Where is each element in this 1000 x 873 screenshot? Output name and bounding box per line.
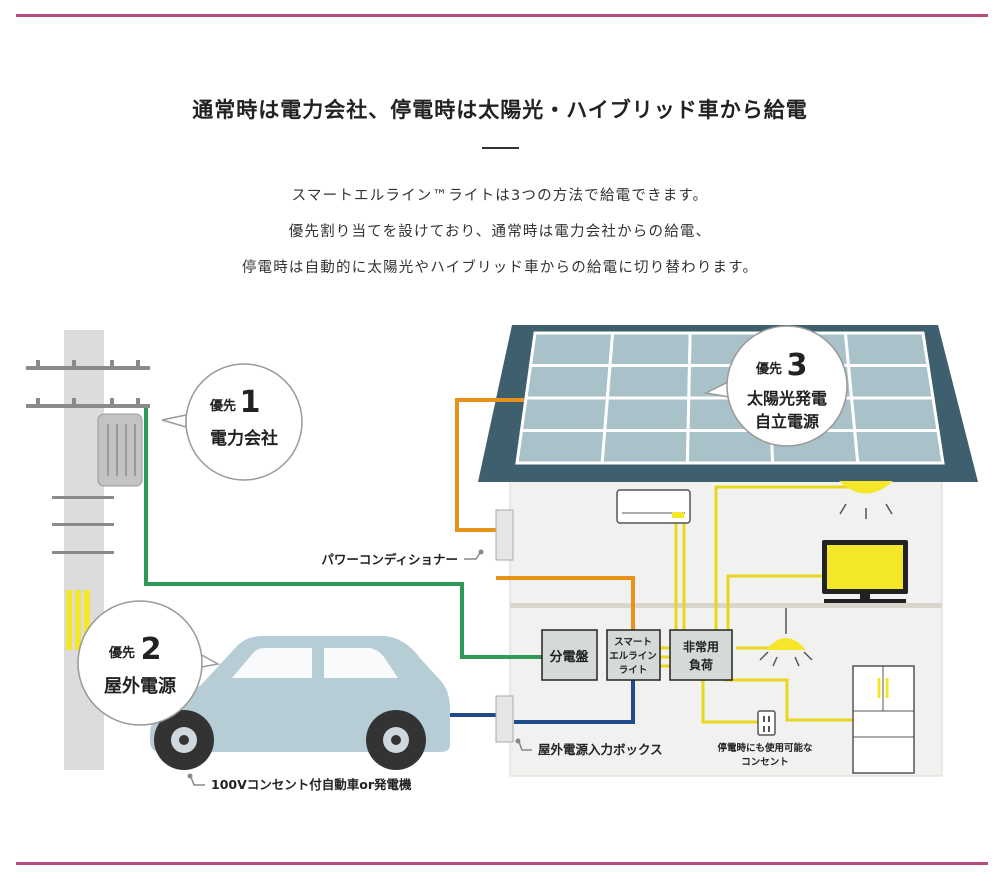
outdoor-input-box: [495, 695, 514, 743]
car-label: 100Vコンセント付自動車or発電機: [211, 777, 412, 792]
refrigerator-icon: [852, 665, 915, 774]
emergency-label-1: 非常用: [683, 639, 719, 654]
air-conditioner-icon: [616, 489, 691, 524]
description-line-1: スマートエルライン™ライトは3つの方法で給電できます。: [291, 188, 709, 204]
car-icon: [149, 636, 451, 770]
description-line-2: 優先割り当てを設けており、通常時は電力会社からの給電、: [288, 224, 712, 240]
power-conditioner-callout: パワーコンディショナー: [321, 549, 484, 567]
priority-1-number: 1: [240, 385, 261, 420]
priority-2-prefix: 優先: [108, 645, 135, 661]
outdoor-input-box-callout: 屋外電源入力ボックス: [515, 738, 663, 757]
priority-2-number: 2: [141, 632, 162, 667]
solar-panel-cell: [603, 396, 691, 432]
solar-to-switch-line: [496, 576, 635, 633]
outlet-label-2: コンセント: [741, 757, 789, 768]
bottom-accent-rule: [16, 862, 988, 865]
smart-box-label-1: スマート: [614, 637, 652, 648]
top-accent-rule: [16, 14, 988, 17]
outlet-icon: [757, 710, 776, 736]
priority-2-label: 屋外電源: [104, 675, 176, 697]
car-callout: 100Vコンセント付自動車or発電機: [187, 773, 412, 792]
pendant-light-icon: [759, 608, 813, 667]
priority-1-prefix: 優先: [209, 398, 236, 414]
description-line-3: 停電時は自動的に太陽光やハイブリッド車からの給電に切り替わります。: [241, 260, 759, 276]
solar-panel-cell: [843, 331, 930, 367]
solar-panel-cell: [605, 364, 692, 400]
solar-panel-cell: [853, 429, 945, 465]
priority-1-bubble: 優先 1 電力会社: [161, 363, 303, 481]
distribution-label: 分電盤: [549, 649, 589, 665]
solar-panel-cell: [528, 331, 615, 367]
solar-power-line: [455, 398, 524, 532]
outlet-callout: 停電時にも使用可能な コンセント: [717, 742, 813, 768]
power-conditioner: [495, 509, 514, 561]
ceiling-light-icon: [839, 481, 893, 519]
tv-icon: [822, 540, 908, 603]
solar-panel-cell: [519, 396, 610, 432]
page-title: 通常時は電力会社、停電時は太陽光・ハイブリッド車から給電: [192, 98, 808, 122]
solar-panel-cell: [524, 364, 612, 400]
priority-3-label-1: 太陽光発電: [746, 389, 827, 408]
priority-3-number: 3: [787, 348, 808, 383]
solar-panel-cell: [515, 429, 607, 465]
box-to-switch-line: [514, 680, 635, 724]
solar-panel-icon: [478, 325, 978, 482]
smart-box-label-3: ライト: [619, 665, 648, 676]
priority-3-label-2: 自立電源: [755, 412, 819, 431]
solar-panel-cell: [849, 396, 940, 432]
title-divider: [482, 147, 519, 149]
grid-power-line: [144, 408, 542, 659]
outlet-label-1: 停電時にも使用可能な: [717, 742, 813, 754]
solar-panel-cell: [846, 364, 935, 400]
outdoor-input-box-label: 屋外電源入力ボックス: [538, 742, 663, 757]
smart-box-label-2: エルライン: [609, 651, 657, 662]
priority-2-bubble: 優先 2 屋外電源: [77, 600, 221, 726]
distribution-panel: 分電盤: [541, 629, 598, 681]
emergency-label-2: 負荷: [689, 657, 713, 672]
priority-3-bubble: 優先 3 太陽光発電 自立電源: [703, 325, 848, 447]
power-conditioner-label: パワーコンディショナー: [321, 552, 458, 567]
priority-3-prefix: 優先: [755, 361, 782, 377]
solar-panel-cell: [608, 331, 692, 367]
smart-l-line-lite-box: スマート エルライン ライト: [606, 629, 661, 681]
emergency-load-box: 非常用 負荷: [669, 629, 733, 681]
priority-1-label: 電力会社: [210, 428, 278, 449]
solar-panel-cell: [600, 429, 690, 465]
